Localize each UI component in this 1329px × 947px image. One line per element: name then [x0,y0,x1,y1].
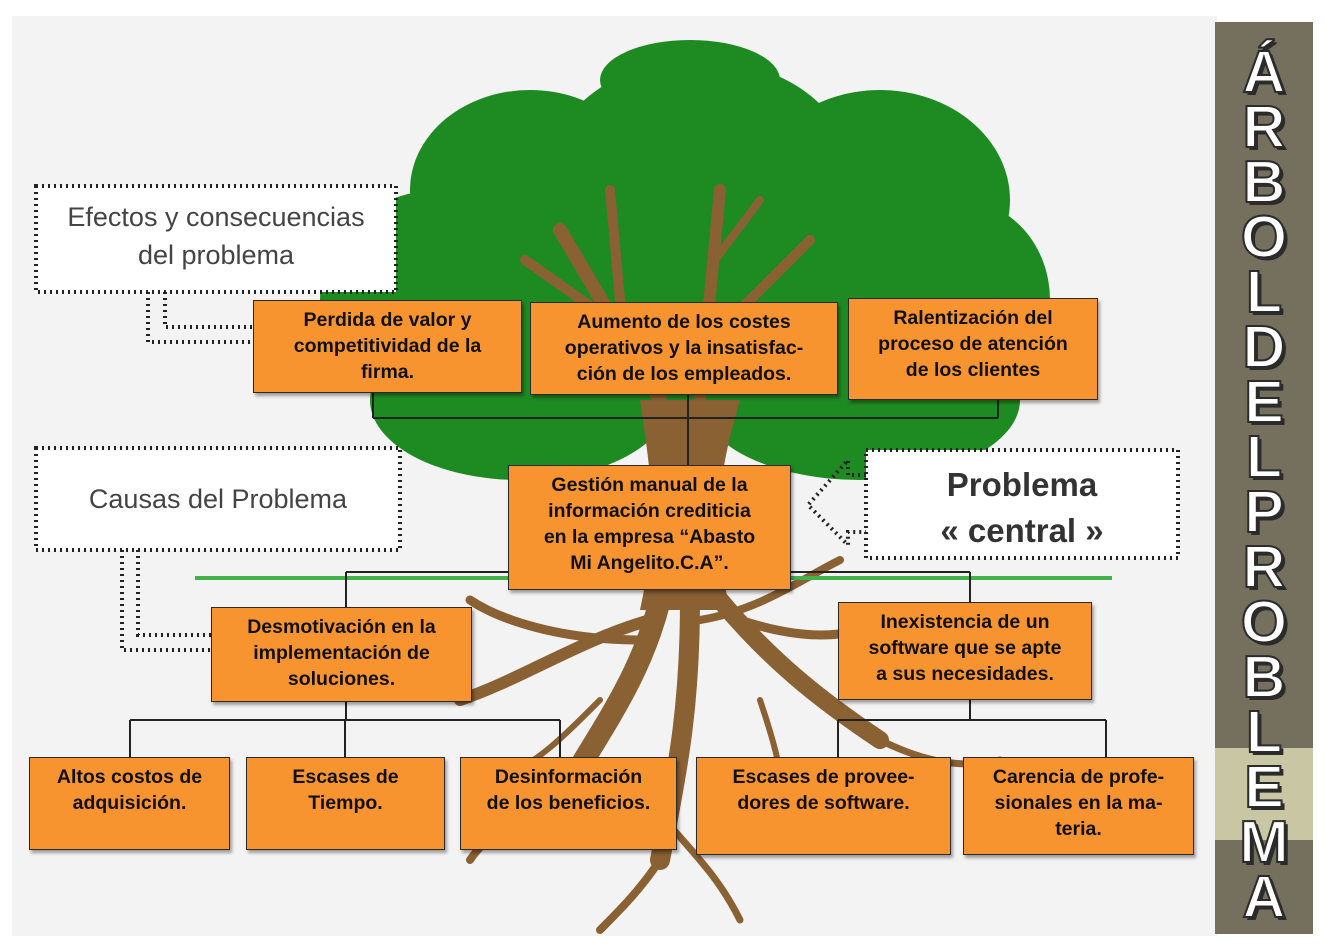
subcause-box-2: Escases de Tiempo. [246,757,445,850]
effect-box-3: Ralentización del proceso de atención de… [848,298,1098,400]
subcause-box-3: Desinformación de los beneficios. [460,757,677,850]
effects-label: Efectos y consecuencias del problema [67,202,365,270]
title-letter: R [1242,93,1287,160]
dotted-frames [34,184,1180,560]
title-letter: O [1240,203,1288,270]
title-letter: D [1242,313,1287,380]
causes-label-frame [34,446,402,552]
central-label-frame [864,448,1180,560]
cause-box-2: Inexistencia de un software que se apte … [838,602,1092,700]
effect-box-2: Aumento de los costes operativos y la in… [530,302,838,395]
title-letter: E [1243,368,1285,435]
causes-label: Causas del Problema [88,484,348,514]
central-problem-label: Problema « central » [940,466,1104,549]
subcause-box-5: Carencia de profe- sionales en la ma- te… [963,757,1194,855]
title-letter: B [1242,148,1287,215]
subcause-box-4: Escases de provee- dores de software. [696,757,951,855]
title-letter: E [1243,753,1285,820]
central-problem-box: Gestión manual de la información crediti… [508,465,791,590]
title-letter: P [1243,478,1285,545]
title-letter: L [1245,423,1283,490]
dotted-connectors [120,292,866,652]
title-letter: L [1245,258,1283,325]
subcause-box-1: Altos costos de adquisición. [29,757,230,850]
title-letter: L [1245,698,1283,765]
effects-label-frame [34,184,398,294]
title-letter: A [1242,863,1287,930]
title-letter: M [1238,808,1290,875]
effect-box-1: Perdida de valor y competitividad de la … [253,300,522,393]
title-letter: O [1240,588,1288,655]
title-letter: Á [1242,38,1287,105]
title-letter: R [1242,533,1287,600]
title-letter: B [1242,643,1287,710]
cause-box-1: Desmotivación en la implementación de so… [211,607,472,702]
title-sidebar-highlight [1215,748,1313,840]
